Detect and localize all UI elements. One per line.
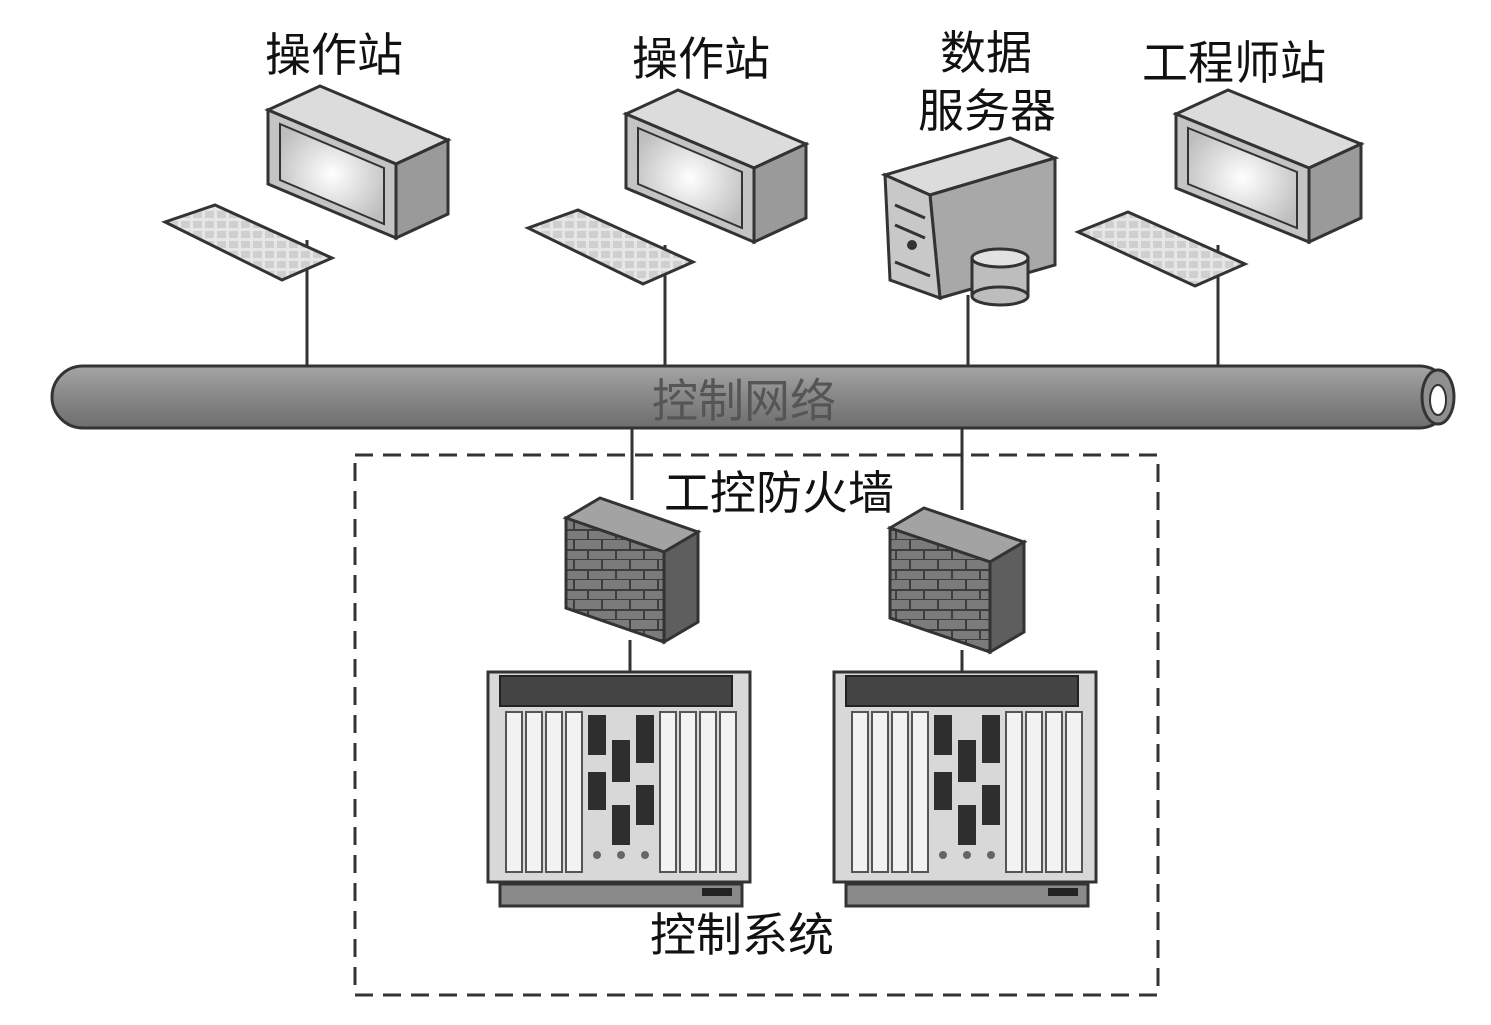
firewall-zone-boundary bbox=[353, 453, 1160, 997]
operator-station-2-computer bbox=[524, 88, 810, 286]
control-system-label: 控制系统 bbox=[650, 908, 834, 962]
control-network-pipe bbox=[50, 364, 1456, 430]
operator-station-1-label: 操作站 bbox=[265, 28, 403, 82]
engineer-station-computer bbox=[1074, 88, 1365, 288]
operator-station-2-label: 操作站 bbox=[632, 32, 770, 86]
data-server-label-line2: 服务器 bbox=[918, 84, 1056, 138]
firewall-label: 工控防火墙 bbox=[664, 466, 894, 520]
firewall-1 bbox=[562, 496, 702, 645]
firewall-2 bbox=[886, 506, 1028, 655]
control-cabinet-1 bbox=[486, 670, 752, 908]
data-server-tower bbox=[880, 136, 1060, 307]
operator-station-1-computer bbox=[161, 84, 452, 282]
engineer-station-label: 工程师站 bbox=[1142, 36, 1326, 90]
keyboard bbox=[161, 203, 336, 282]
control-network-label: 控制网络 bbox=[652, 374, 836, 428]
database-cylinder bbox=[970, 247, 1030, 307]
data-server-label-line1: 数据 bbox=[940, 26, 1032, 80]
keyboard bbox=[524, 208, 697, 286]
control-cabinet-2 bbox=[832, 670, 1098, 908]
keyboard bbox=[1074, 210, 1249, 288]
